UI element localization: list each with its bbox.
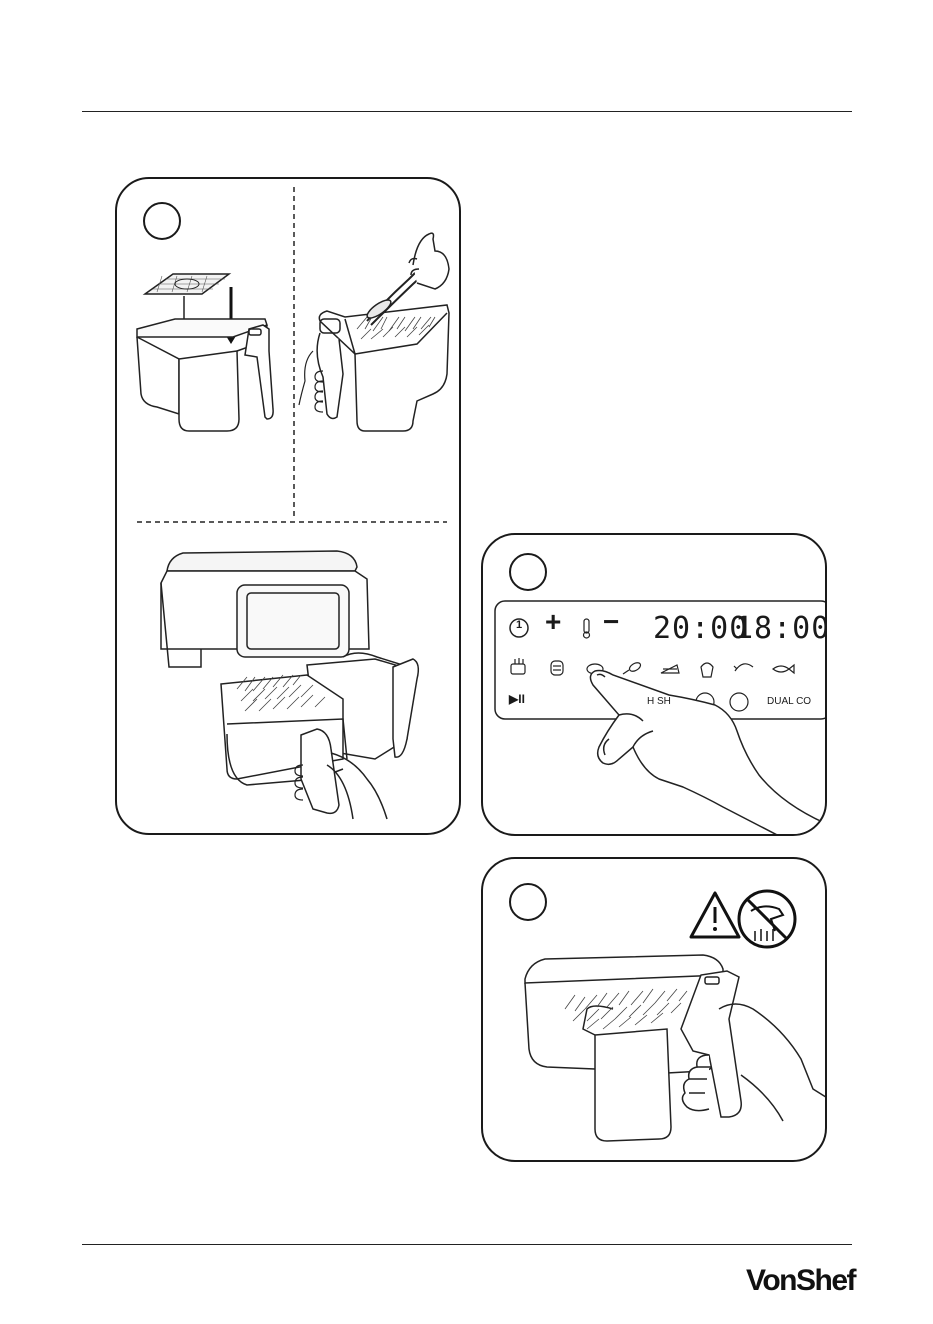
timer-right-display: 18:00 xyxy=(735,611,827,646)
basket-removal-illustration xyxy=(483,859,827,1162)
fries-tongs-illustration xyxy=(299,233,449,431)
vonshef-logo: VonShef xyxy=(746,1264,855,1298)
header-rule xyxy=(82,111,852,112)
minus-button[interactable]: − xyxy=(603,608,619,636)
air-fryer-drawer-illustration xyxy=(161,551,418,819)
plus-button[interactable]: + xyxy=(545,608,561,636)
control-panel-step: 1 + − 20:00 18:00 ▶II H SH DUAL CO xyxy=(481,533,827,836)
assembly-steps-panel xyxy=(115,177,461,835)
assembly-illustrations xyxy=(117,179,461,835)
dual-cook-label[interactable]: DUAL CO xyxy=(767,696,811,707)
sync-finish-label[interactable]: H SH xyxy=(647,696,671,707)
footer-rule xyxy=(82,1244,852,1245)
control-panel-illustration xyxy=(483,535,827,836)
remove-basket-step xyxy=(481,857,827,1162)
play-pause-button[interactable]: ▶II xyxy=(509,692,525,706)
zone-button-label[interactable]: 1 xyxy=(513,619,525,631)
hot-surface-no-touch-icon xyxy=(739,891,795,947)
crisper-plate-illustration xyxy=(137,274,273,431)
warning-triangle-icon xyxy=(691,893,739,937)
